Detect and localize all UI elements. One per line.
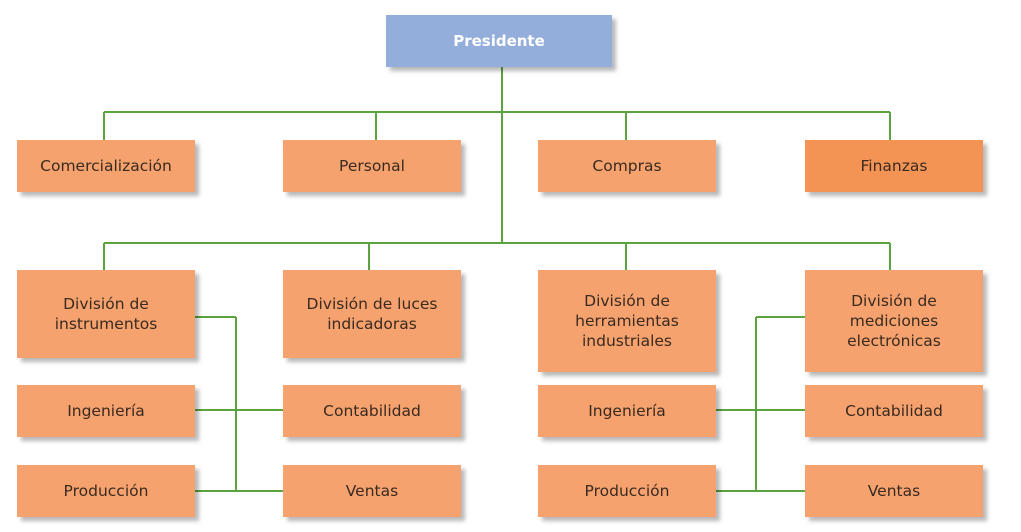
staff-box-compras: Compras	[538, 140, 716, 192]
division-box-luces-indicadoras: División de luces indicadoras	[283, 270, 461, 358]
staff-box-comercializacion: Comercialización	[17, 140, 195, 192]
president-box: Presidente	[386, 15, 612, 67]
unit-box-right-contabilidad: Contabilidad	[805, 385, 983, 437]
division-box-instrumentos: División de instrumentos	[17, 270, 195, 358]
unit-box-left-ventas: Ventas	[283, 465, 461, 517]
division-box-mediciones-electronicas: División de mediciones electrónicas	[805, 270, 983, 372]
division-box-herramientas-industriales: División de herramientas industriales	[538, 270, 716, 372]
unit-box-left-contabilidad: Contabilidad	[283, 385, 461, 437]
unit-box-left-produccion: Producción	[17, 465, 195, 517]
staff-box-personal: Personal	[283, 140, 461, 192]
unit-box-left-ingenieria: Ingeniería	[17, 385, 195, 437]
unit-box-right-produccion: Producción	[538, 465, 716, 517]
unit-box-right-ingenieria: Ingeniería	[538, 385, 716, 437]
staff-box-finanzas: Finanzas	[805, 140, 983, 192]
unit-box-right-ventas: Ventas	[805, 465, 983, 517]
